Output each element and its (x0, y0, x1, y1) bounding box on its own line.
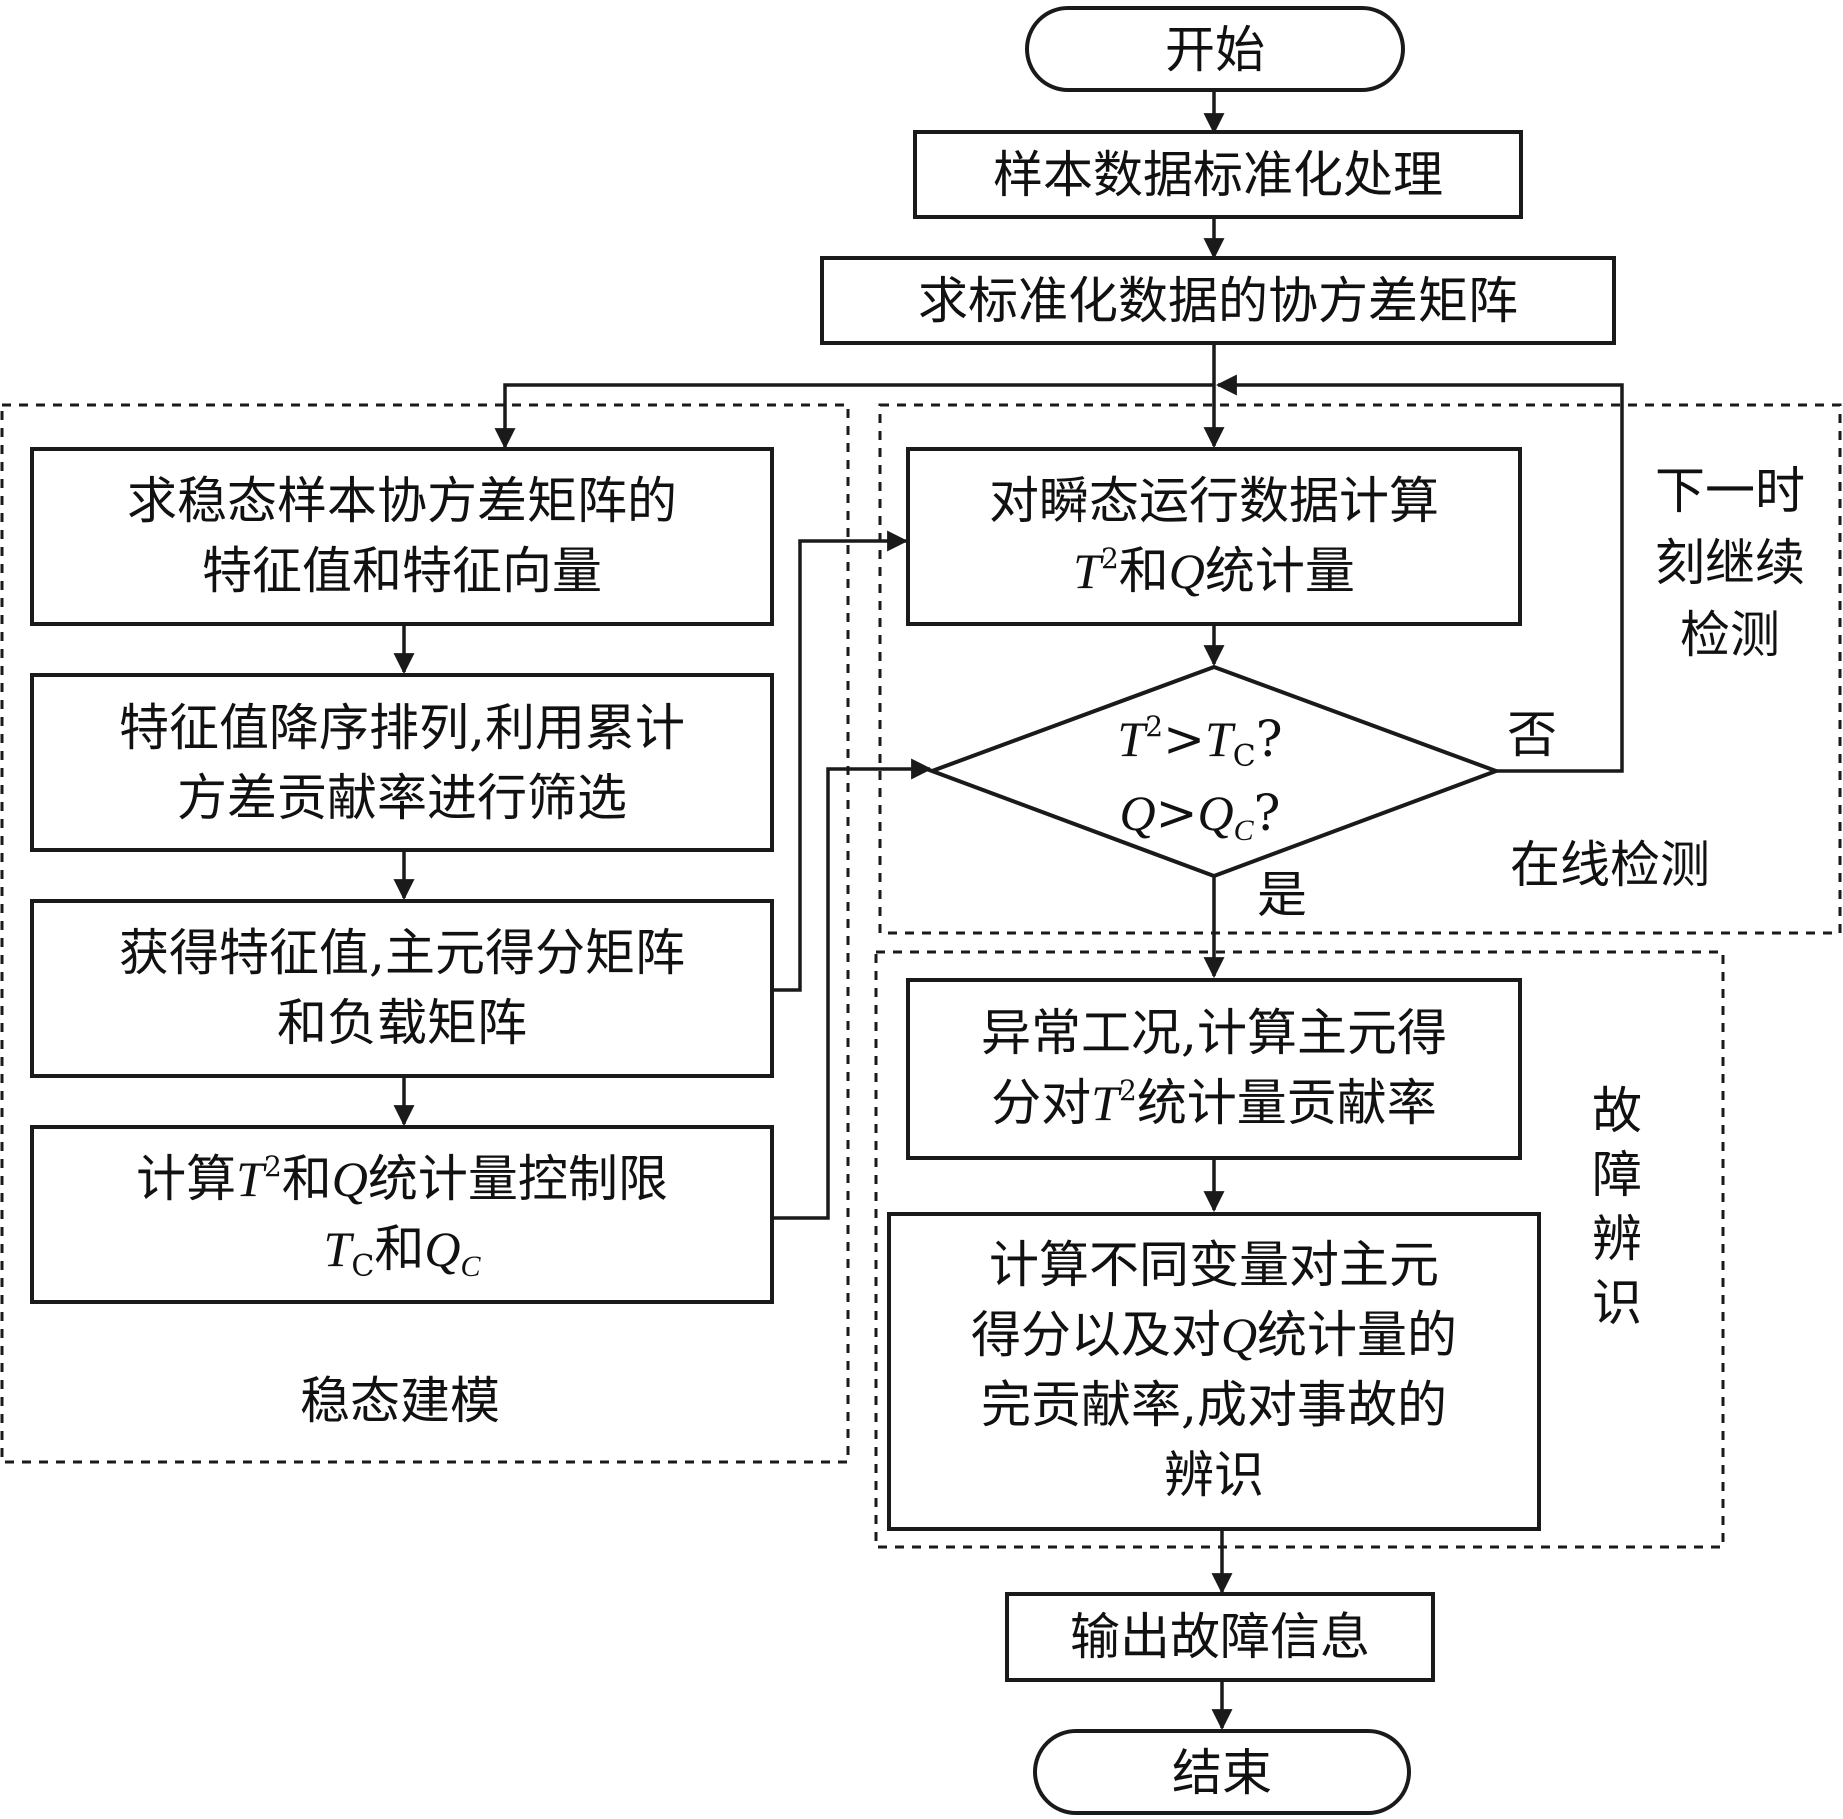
decision-node (926, 664, 1502, 879)
fault-identification-label-4: 识 (1592, 1274, 1642, 1332)
standardize-label: 样本数据标准化处理 (993, 146, 1443, 204)
variables-label-line4: 辨识 (1164, 1446, 1264, 1504)
sort-node (30, 673, 774, 852)
end-node (1033, 1729, 1411, 1815)
variables-label-line2: 得分以及对Q统计量的 (971, 1306, 1457, 1364)
decision-label-line1: T2>TC? (1117, 710, 1282, 774)
score-label-line2: 和负载矩阵 (277, 994, 527, 1052)
fault-identification-group (874, 950, 1725, 1549)
online-calc-label-line1: 对瞬态运行数据计算 (989, 472, 1439, 530)
variables-label-line1: 计算不同变量对主元 (989, 1236, 1439, 1294)
limit-label-line2: TC和QC (324, 1220, 482, 1284)
online-detection-label: 在线检测 (1510, 836, 1710, 894)
edge-score-online (772, 530, 909, 992)
covariance-label: 求标准化数据的协方差矩阵 (918, 272, 1518, 330)
next-detection-label-3: 检测 (1680, 606, 1780, 664)
covariance-node (820, 256, 1616, 345)
sort-label-line2: 方差贡献率进行筛选 (177, 769, 627, 827)
limit-node (30, 1125, 774, 1304)
abnormal-label-line2: 分对T2统计量贡献率 (991, 1074, 1437, 1132)
limit-label-line1: 计算T2和Q统计量控制限 (136, 1150, 668, 1208)
online-detection-group (878, 403, 1842, 935)
edge-decision-loop-no (1215, 374, 1624, 773)
no-branch-label: 否 (1507, 706, 1557, 764)
online-calc-label-line2: T2和Q统计量 (1073, 542, 1355, 600)
eigen-node (30, 447, 774, 626)
edges (393, 90, 1624, 1731)
score-node (30, 899, 774, 1078)
fault-identification-label-1: 故 (1592, 1082, 1642, 1140)
score-label-line1: 获得特征值,主元得分矩阵 (119, 924, 685, 982)
sort-label-line1: 特征值降序排列,利用累计 (119, 699, 685, 757)
output-node (1005, 1592, 1435, 1682)
variables-node (887, 1212, 1541, 1531)
next-detection-label-2: 刻继续 (1655, 534, 1805, 592)
start-node (1025, 6, 1405, 92)
fault-identification-label-2: 障 (1592, 1146, 1642, 1204)
eigen-label-line2: 特征值和特征向量 (202, 542, 602, 600)
fault-identification-label-3: 辨 (1592, 1210, 1642, 1268)
eigen-label-line1: 求稳态样本协方差矩阵的 (127, 472, 677, 530)
online-calc-node (906, 447, 1522, 626)
edge-covariance-eigen (494, 383, 1214, 450)
edge-limit-decision (772, 758, 933, 1220)
end-label: 结束 (1172, 1744, 1272, 1802)
start-label: 开始 (1165, 21, 1265, 79)
output-label: 输出故障信息 (1070, 1608, 1370, 1666)
decision-label-line2: Q>QC? (1120, 784, 1281, 847)
yes-branch-label: 是 (1257, 866, 1307, 924)
variables-label-line3: 完贡献率,成对事故的 (981, 1376, 1447, 1434)
abnormal-node (906, 978, 1522, 1160)
steady-modeling-label: 稳态建模 (300, 1372, 500, 1430)
next-detection-label-1: 下一时 (1655, 462, 1805, 520)
abnormal-label-line1: 异常工况,计算主元得 (981, 1004, 1447, 1062)
standardize-node (913, 130, 1523, 219)
